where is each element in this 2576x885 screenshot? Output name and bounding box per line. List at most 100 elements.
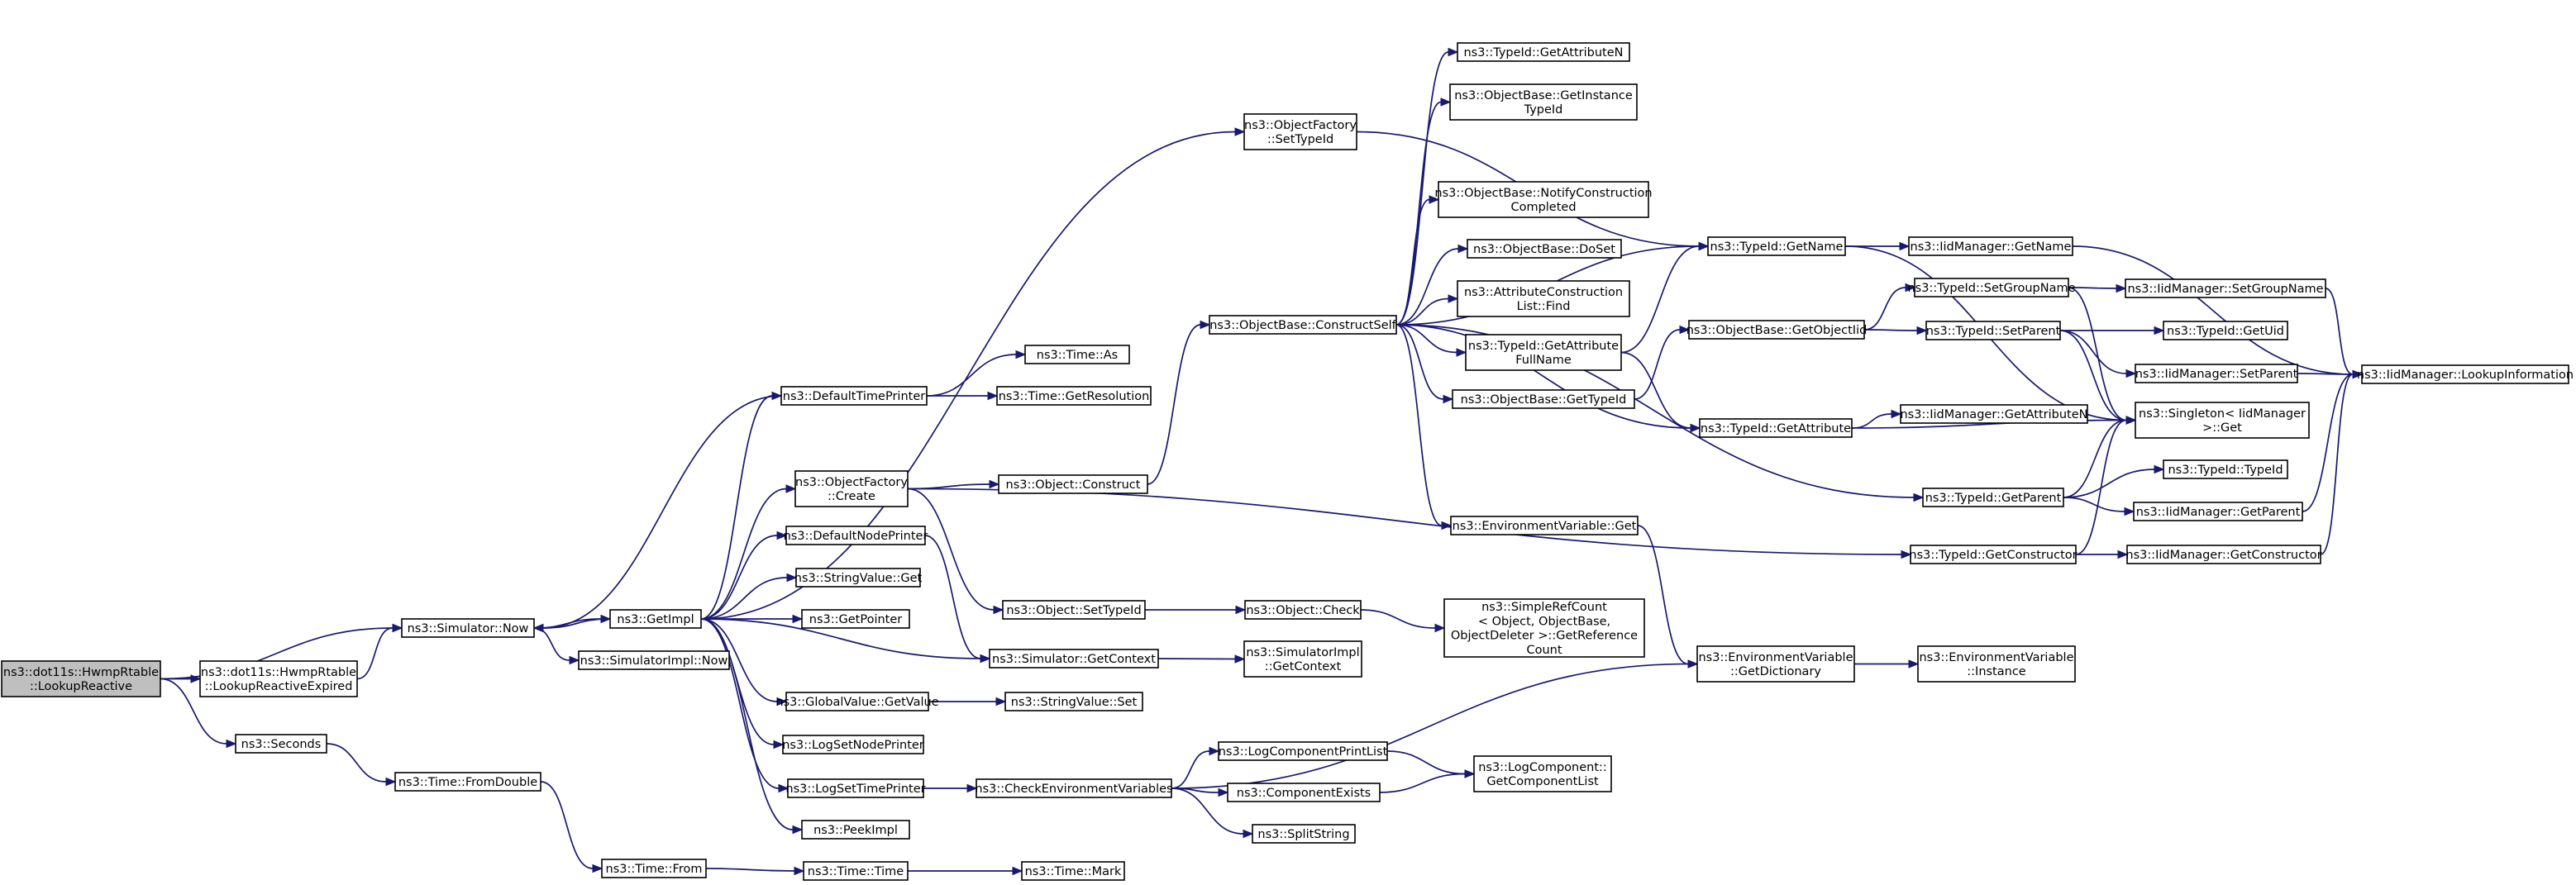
node-tidgetattrn[interactable]: ns3::TypeId::GetAttributeN	[1457, 42, 1630, 62]
edge-line	[700, 618, 981, 659]
node-peekimpl[interactable]: ns3::PeekImpl	[801, 820, 910, 840]
node-iidgetparent[interactable]: ns3::IidManager::GetParent	[2133, 502, 2303, 521]
node-box	[1450, 516, 1639, 535]
node-box	[1925, 321, 2061, 340]
node-getimpl[interactable]: ns3::GetImpl	[609, 609, 702, 629]
node-objconstruct[interactable]: ns3::Object::Construct	[998, 474, 1148, 494]
node-objsettid[interactable]: ns3::Object::SetTypeId	[1002, 600, 1146, 620]
node-simnow[interactable]: ns3::Simulator::Now	[401, 618, 535, 638]
edge-line	[1395, 248, 1459, 326]
edge-arrowhead	[776, 531, 788, 540]
node-tidgetname[interactable]: ns3::TypeId::GetName	[1707, 236, 1846, 256]
node-box	[1467, 239, 1622, 259]
node-obdoset[interactable]: ns3::ObjectBase::DoSet	[1467, 239, 1622, 259]
edge-getimpl-to-ofcreate	[700, 484, 797, 620]
node-iidlookup[interactable]: ns3::IidManager::LookupInformation	[2357, 364, 2574, 384]
edge-arrowhead	[1443, 394, 1454, 404]
node-ofsettid[interactable]: ns3::ObjectFactory::SetTypeId	[1243, 113, 1357, 150]
node-simimplgetctx[interactable]: ns3::SimulatorImpl::GetContext	[1243, 640, 1362, 678]
edge-arrowhead	[1913, 492, 1925, 502]
node-box	[2361, 364, 2569, 384]
node-label: ns3::SplitString	[1257, 828, 1349, 841]
edge-getimpl-to-simnow	[532, 618, 611, 633]
node-iidgetattrn[interactable]: ns3::IidManager::GetAttributeN	[1900, 404, 2088, 424]
node-tidgetuid[interactable]: ns3::TypeId::GetUid	[2163, 321, 2288, 340]
node-objcheck[interactable]: ns3::Object::Check	[1244, 600, 1362, 620]
node-label: TypeId	[1524, 103, 1563, 117]
node-svset[interactable]: ns3::StringValue::Set	[1004, 692, 1143, 711]
node-dtp[interactable]: ns3::DefaultTimePrinter	[780, 386, 928, 406]
node-lsnp[interactable]: ns3::LogSetNodePrinter	[782, 735, 924, 754]
node-obnotify[interactable]: ns3::ObjectBase::NotifyConstructionCompl…	[1434, 181, 1653, 218]
node-simgetctx[interactable]: ns3::Simulator::GetContext	[989, 649, 1159, 669]
node-lcgetcl[interactable]: ns3::LogComponent::GetComponentList	[1473, 755, 1612, 792]
node-label: ns3::IidManager::GetParent	[2136, 506, 2301, 519]
edge-tidgetparent-to-iidgetparent	[2063, 497, 2135, 516]
node-tidtid[interactable]: ns3::TypeId::TypeId	[2163, 459, 2288, 479]
edge-line	[924, 535, 981, 659]
edge-tidsetparent-to-tidgetuid	[2060, 326, 2165, 335]
node-iidgetname[interactable]: ns3::IidManager::GetName	[1908, 236, 2073, 256]
edge-arrowhead	[392, 623, 403, 633]
node-seconds[interactable]: ns3::Seconds	[235, 734, 327, 754]
node-iidsetgn[interactable]: ns3::IidManager::SetGroupName	[2125, 278, 2326, 298]
node-lstp[interactable]: ns3::LogSetTimePrinter	[785, 778, 926, 798]
node-box	[1457, 42, 1630, 62]
edge-arrowhead	[995, 697, 1007, 707]
edge-line	[1637, 525, 1689, 665]
node-timetime[interactable]: ns3::Time::Time	[803, 861, 909, 881]
node-box	[1696, 645, 1855, 683]
edge-arrowhead	[778, 783, 789, 793]
edge-arrowhead	[1012, 866, 1023, 876]
edge-arrowhead	[1448, 294, 1459, 303]
node-timegetres[interactable]: ns3::Time::GetResolution	[996, 386, 1152, 406]
node-obgetoiid[interactable]: ns3::ObjectBase::GetObjectIid	[1686, 320, 1868, 340]
node-srcount[interactable]: ns3::SimpleRefCount< Object, ObjectBase,…	[1443, 598, 1645, 658]
edge-arrowhead	[190, 674, 202, 683]
node-box	[2133, 502, 2303, 521]
node-label: ns3::Object::SetTypeId	[1006, 604, 1141, 617]
node-label: ::GetContext	[1265, 660, 1342, 673]
node-svget[interactable]: ns3::StringValue::Get	[794, 568, 923, 588]
node-lre[interactable]: ns3::dot11s::HwmpRtable::LookupReactiveE…	[199, 660, 358, 697]
node-tidgetattr[interactable]: ns3::TypeId::GetAttribute	[1699, 418, 1853, 438]
node-dnp[interactable]: ns3::DefaultNodePrinter	[784, 526, 928, 545]
node-obcs[interactable]: ns3::ObjectBase::ConstructSelf	[1209, 315, 1397, 335]
node-singleton[interactable]: ns3::Singleton< IidManager >::Get	[2135, 402, 2310, 439]
node-envget[interactable]: ns3::EnvironmentVariable::Get	[1450, 516, 1639, 535]
node-box	[578, 650, 730, 670]
node-tidsetgn[interactable]: ns3::TypeId::SetGroupName	[1907, 278, 2076, 297]
edge-getimpl-to-peekimpl	[700, 618, 804, 835]
node-obgettid[interactable]: ns3::ObjectBase::GetTypeId	[1452, 389, 1635, 409]
node-label: ns3::Seconds	[241, 738, 322, 751]
node-iidgetctor[interactable]: ns3::IidManager::GetConstructor	[2125, 545, 2322, 564]
node-getpointer[interactable]: ns3::GetPointer	[801, 609, 910, 629]
node-tidsetparent[interactable]: ns3::TypeId::SetParent	[1925, 321, 2061, 340]
node-ofcreate[interactable]: ns3::ObjectFactory::Create	[794, 470, 909, 507]
node-tidgetctor[interactable]: ns3::TypeId::GetConstructor	[1909, 545, 2077, 564]
node-envinst[interactable]: ns3::EnvironmentVariable::Instance	[1917, 645, 2076, 683]
node-timefrom[interactable]: ns3::Time::From	[601, 859, 707, 878]
edge-lstp-to-cev	[923, 783, 978, 793]
node-root[interactable]: ns3::dot11s::HwmpRtable::LookupReactive	[1, 660, 161, 697]
node-tidgetparent[interactable]: ns3::TypeId::GetParent	[1922, 488, 2064, 507]
node-box	[394, 772, 541, 792]
node-timemark[interactable]: ns3::Time::Mark	[1021, 861, 1125, 881]
node-splitstring[interactable]: ns3::SplitString	[1252, 824, 1356, 844]
node-label: ns3::GetImpl	[617, 613, 694, 626]
node-fromdouble[interactable]: ns3::Time::FromDouble	[394, 772, 541, 792]
node-label: ::Instance	[1967, 665, 2026, 678]
node-iidsetparent[interactable]: ns3::IidManager::SetParent	[2135, 364, 2298, 383]
node-lcpl[interactable]: ns3::LogComponentPrintList	[1218, 741, 1388, 761]
node-box	[1917, 645, 2076, 683]
node-timeas[interactable]: ns3::Time::As	[1024, 345, 1130, 364]
node-gvgetvalue[interactable]: ns3::GlobalValue::GetValue	[775, 692, 939, 711]
node-envgetdict[interactable]: ns3::EnvironmentVariable::GetDictionary	[1696, 645, 1855, 683]
edge-tidsetparent-to-iidsetparent	[2059, 330, 2137, 378]
node-compexists[interactable]: ns3::ComponentExists	[1227, 783, 1381, 802]
node-simimplnow[interactable]: ns3::SimulatorImpl::Now	[578, 650, 730, 670]
node-cev[interactable]: ns3::CheckEnvironmentVariables	[975, 778, 1173, 798]
